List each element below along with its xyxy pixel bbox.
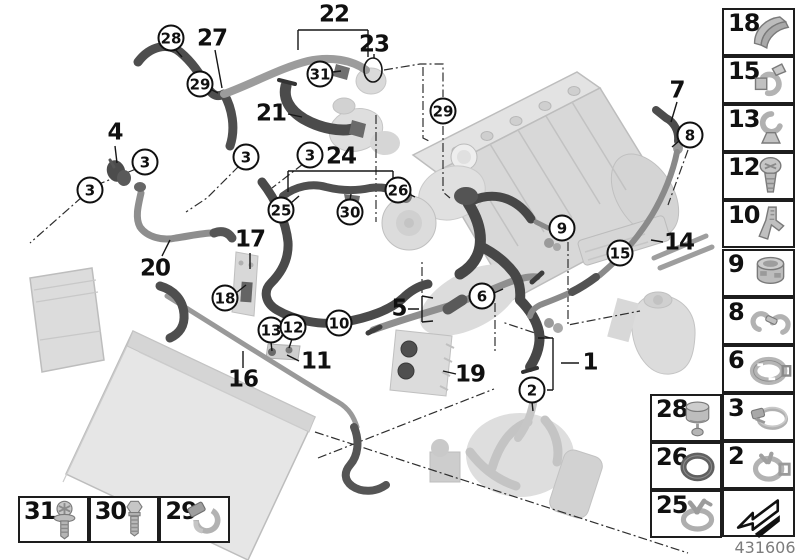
callout-3[interactable]: 3 bbox=[296, 141, 324, 169]
condenser-ghost bbox=[29, 267, 105, 373]
o-ring-icon bbox=[675, 443, 720, 488]
legend-item-15[interactable]: 15 bbox=[722, 56, 795, 105]
callout-5[interactable]: 5 bbox=[391, 295, 407, 322]
engine-block-ghost bbox=[411, 71, 680, 336]
legend-item-29[interactable]: 29 bbox=[159, 496, 231, 543]
legend-item-direction-arrow[interactable] bbox=[722, 489, 795, 537]
callout-26[interactable]: 26 bbox=[384, 176, 412, 204]
expanding-rivet-icon bbox=[748, 154, 793, 199]
legend-item-10[interactable]: 10 bbox=[722, 200, 795, 249]
legend-item-31[interactable]: 31 bbox=[18, 496, 89, 543]
legend-number: 12 bbox=[728, 153, 760, 182]
legend-number: 18 bbox=[728, 9, 760, 37]
callout-3[interactable]: 3 bbox=[131, 148, 159, 176]
callout-29[interactable]: 29 bbox=[186, 70, 214, 98]
legend-number: 2 bbox=[728, 441, 745, 470]
callout-23[interactable]: 23 bbox=[358, 31, 390, 58]
callout-30[interactable]: 30 bbox=[336, 198, 364, 226]
callout-8[interactable]: 8 bbox=[676, 121, 704, 149]
hex-bolt-icon bbox=[112, 497, 157, 542]
legend-number: 28 bbox=[656, 394, 688, 423]
legend-item-2[interactable]: 2 bbox=[722, 440, 795, 489]
spring-clamp-icon bbox=[675, 491, 720, 536]
callout-16[interactable]: 16 bbox=[227, 366, 259, 393]
legend-item-30[interactable]: 30 bbox=[88, 496, 160, 543]
band-clamp-icon bbox=[748, 394, 793, 439]
callout-20[interactable]: 20 bbox=[139, 255, 171, 282]
worm-clamp-icon bbox=[183, 497, 228, 542]
legend-number: 30 bbox=[94, 497, 127, 525]
legend-item-12[interactable]: 12 bbox=[722, 152, 795, 201]
torx-screw-icon bbox=[42, 497, 87, 542]
figure-code: 431606 bbox=[734, 538, 796, 557]
callout-28[interactable]: 28 bbox=[157, 24, 185, 52]
legend-item-28[interactable]: 28 bbox=[650, 393, 722, 442]
legend-item-6[interactable]: 6 bbox=[722, 344, 795, 393]
callout-31[interactable]: 31 bbox=[306, 60, 334, 88]
direction-arrow-icon bbox=[732, 488, 786, 538]
bracket-19-ghost bbox=[389, 329, 455, 397]
spring-band-clamp-icon bbox=[748, 442, 793, 487]
callout-22[interactable]: 22 bbox=[318, 1, 350, 28]
legend-item-3[interactable]: 3 bbox=[722, 392, 795, 441]
legend-item-26[interactable]: 26 bbox=[650, 441, 722, 490]
callout-15[interactable]: 15 bbox=[606, 239, 634, 267]
callout-4[interactable]: 4 bbox=[107, 119, 123, 146]
callout-11[interactable]: 11 bbox=[300, 348, 332, 375]
legend-number: 9 bbox=[728, 249, 745, 278]
callout-2[interactable]: 2 bbox=[518, 376, 546, 404]
legend-item-9[interactable]: 9 bbox=[722, 248, 795, 297]
spring-clip-icon bbox=[748, 58, 793, 103]
bracket-11-ghost bbox=[265, 343, 301, 361]
clamp-sleeve-icon bbox=[748, 346, 793, 391]
callout-1[interactable]: 1 bbox=[582, 349, 598, 376]
hoses bbox=[106, 42, 715, 495]
hose-guide-icon bbox=[748, 10, 793, 55]
hose-connector-icon bbox=[675, 395, 720, 440]
callout-6[interactable]: 6 bbox=[468, 282, 496, 310]
callout-24[interactable]: 24 bbox=[325, 143, 357, 170]
legend-item-25[interactable]: 25 bbox=[650, 489, 722, 538]
legend-number: 13 bbox=[728, 105, 760, 134]
legend-number: 31 bbox=[24, 497, 56, 525]
double-clip-icon bbox=[748, 298, 793, 343]
callout-25[interactable]: 25 bbox=[267, 196, 295, 224]
legend-item-13[interactable]: 13 bbox=[722, 104, 795, 153]
legend-number: 6 bbox=[728, 345, 745, 374]
quick-coupling-icon bbox=[748, 250, 793, 295]
legend-number: 3 bbox=[728, 393, 745, 422]
callout-14[interactable]: 14 bbox=[663, 229, 695, 256]
callout-3[interactable]: 3 bbox=[232, 143, 260, 171]
legend-item-8[interactable]: 8 bbox=[722, 296, 795, 345]
callout-21[interactable]: 21 bbox=[255, 100, 287, 127]
bracket-17-ghost bbox=[231, 251, 259, 317]
holder-clip-icon bbox=[748, 202, 793, 247]
callout-17[interactable]: 17 bbox=[234, 226, 266, 253]
legend-number: 10 bbox=[728, 201, 760, 230]
callout-29[interactable]: 29 bbox=[429, 97, 457, 125]
callout-27[interactable]: 27 bbox=[196, 25, 228, 52]
callout-7[interactable]: 7 bbox=[669, 77, 685, 104]
legend-number: 8 bbox=[728, 297, 745, 326]
callout-10[interactable]: 10 bbox=[325, 309, 353, 337]
legend-item-18[interactable]: 18 bbox=[722, 8, 795, 57]
cable-clip-icon bbox=[748, 106, 793, 151]
callout-12[interactable]: 12 bbox=[279, 313, 307, 341]
callout-3[interactable]: 3 bbox=[76, 176, 104, 204]
heat-exchanger-ghost bbox=[429, 400, 603, 519]
callout-19[interactable]: 19 bbox=[454, 361, 486, 388]
callout-9[interactable]: 9 bbox=[548, 214, 576, 242]
callout-18[interactable]: 18 bbox=[211, 284, 239, 312]
